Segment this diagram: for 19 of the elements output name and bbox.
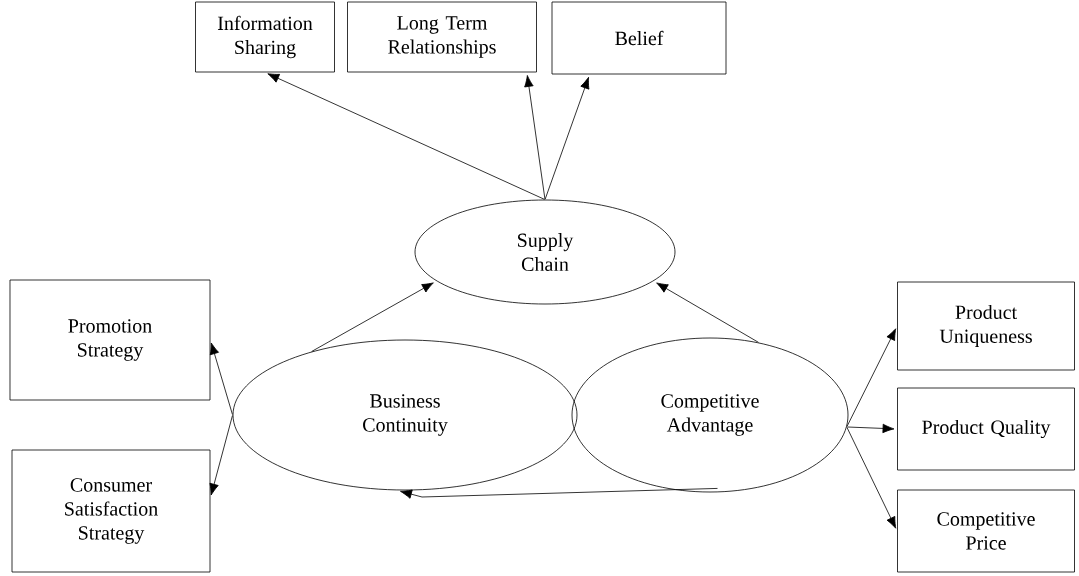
arrow xyxy=(524,75,546,200)
arrow xyxy=(846,328,897,427)
concept-box: Product Quality xyxy=(897,387,1075,471)
arrow xyxy=(267,73,545,200)
arrow xyxy=(209,342,233,415)
arrow xyxy=(400,488,718,499)
concept-box: Competitive Price xyxy=(897,489,1075,573)
concept-box: Belief xyxy=(551,1,727,75)
arrow xyxy=(846,427,897,529)
arrow xyxy=(544,76,590,200)
arrow xyxy=(846,423,895,434)
arrow xyxy=(209,415,233,496)
concept-box: Promotion Strategy xyxy=(9,279,211,401)
concept-box: Long Term Relationships xyxy=(347,1,537,73)
arrow xyxy=(656,282,759,343)
concept-box: Information Sharing xyxy=(195,1,335,73)
arrow xyxy=(311,282,434,352)
concept-box: Consumer Satisfaction Strategy xyxy=(11,449,211,573)
concept-box: Product Uniqueness xyxy=(897,281,1075,371)
